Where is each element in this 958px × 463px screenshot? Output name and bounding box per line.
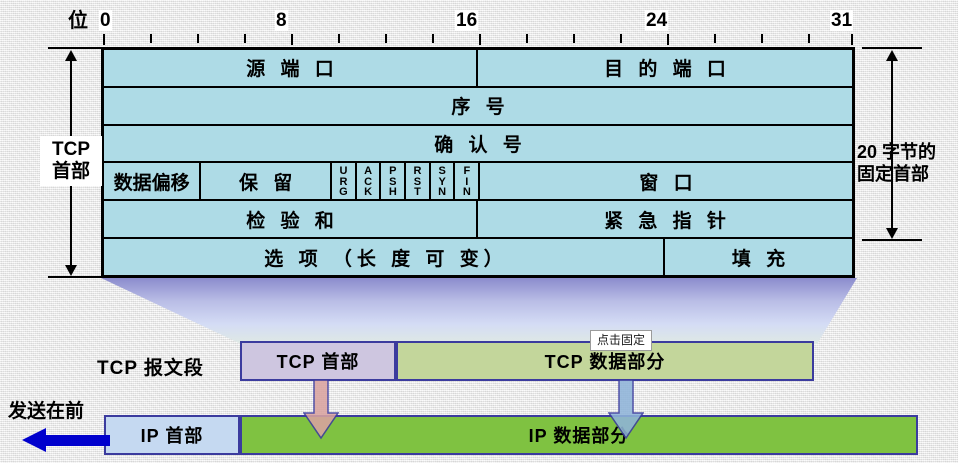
ip-data-block[interactable]: IP 数据部分 xyxy=(240,415,918,455)
header-row-checksum: 检 验 和 紧 急 指 针 xyxy=(104,201,852,240)
ruler-label-16: 16 xyxy=(455,10,479,31)
pin-tooltip[interactable]: 点击固定 xyxy=(590,330,653,351)
ruler-tick-31 xyxy=(851,34,853,45)
ruler-tick-minor xyxy=(808,34,810,43)
header-row-ports: 源 端 口 目 的 端 口 xyxy=(104,50,852,88)
bracket-bottom-cap xyxy=(48,276,104,278)
ruler-tick-minor xyxy=(761,34,763,43)
tcp-segment-row-label: TCP 报文段 xyxy=(97,358,204,379)
ruler-tick-16 xyxy=(479,34,481,45)
field-urgent-pointer: 紧 急 指 针 xyxy=(604,210,731,232)
field-checksum: 检 验 和 xyxy=(104,201,478,238)
bracket-arrow-up-icon xyxy=(65,50,77,61)
ruler-tick-minor xyxy=(714,34,716,43)
ruler-tick-24 xyxy=(667,34,669,45)
ruler-tick-minor xyxy=(573,34,575,43)
ruler-tick-0 xyxy=(103,34,105,45)
right-bracket-bottom-cap xyxy=(862,239,922,241)
ruler-tick-minor xyxy=(526,34,528,43)
right-bracket-arrow-up-icon xyxy=(886,50,898,61)
header-row-sequence-number: 序 号 xyxy=(104,88,852,126)
send-direction-arrow-icon xyxy=(22,428,110,452)
tcp-header-block[interactable]: TCP 首部 xyxy=(240,341,396,381)
field-window: 窗 口 xyxy=(639,172,698,194)
ruler-tick-minor xyxy=(338,34,340,43)
header-row-options: 选 项 （长 度 可 变） 填 充 xyxy=(104,239,852,275)
ruler-tick-minor xyxy=(620,34,622,43)
fixed-header-label-line1: 20 字节的 xyxy=(857,142,937,162)
field-acknowledgement-number: 确 认 号 xyxy=(434,135,527,157)
ruler-tick-minor xyxy=(150,34,152,43)
bracket-arrow-down-icon xyxy=(65,265,77,276)
ruler-tick-8 xyxy=(291,34,293,45)
ruler-tick-minor xyxy=(432,34,434,43)
send-first-label: 发送在前 xyxy=(8,401,85,422)
ruler-label-8: 8 xyxy=(275,10,288,31)
field-padding: 填 充 xyxy=(731,248,791,270)
right-bracket-top-cap xyxy=(862,47,922,49)
ruler-tick-minor xyxy=(244,34,246,43)
fixed-header-bracket-label: 20 字节的 固定首部 xyxy=(857,141,957,185)
fixed-header-label-line2: 固定首部 xyxy=(857,164,929,184)
bracket-top-cap xyxy=(48,47,104,49)
field-options: 选 项 （长 度 可 变） xyxy=(104,239,665,275)
tcp-data-to-ip-arrow-icon xyxy=(608,380,644,440)
ruler-label-0: 0 xyxy=(99,10,112,31)
right-bracket-arrow-down-icon xyxy=(886,228,898,239)
field-source-port: 源 端 口 xyxy=(104,50,478,86)
header-row-acknowledgement-number: 确 认 号 xyxy=(104,126,852,164)
tcp-header-to-ip-arrow-icon xyxy=(303,380,339,440)
tcp-header-bracket-label: TCP 首部 xyxy=(40,136,102,186)
field-destination-port: 目 的 端 口 xyxy=(604,59,731,81)
tcp-header-label-line2: 首部 xyxy=(51,161,90,182)
ruler-label-24: 24 xyxy=(645,10,669,31)
zoom-funnel-connector xyxy=(101,278,857,344)
field-sequence-number: 序 号 xyxy=(451,97,510,119)
field-data-offset: 数据偏移 xyxy=(104,163,202,200)
ruler-tick-minor xyxy=(197,34,199,43)
ruler-label-31: 31 xyxy=(830,10,854,31)
bit-axis-label: 位 xyxy=(68,10,88,32)
tcp-header-label-line1: TCP xyxy=(52,139,90,160)
ip-header-block[interactable]: IP 首部 xyxy=(104,415,240,455)
right-bracket-vertical-line xyxy=(891,52,893,234)
field-reserved: 保 留 xyxy=(201,163,333,200)
ruler-tick-minor xyxy=(385,34,387,43)
